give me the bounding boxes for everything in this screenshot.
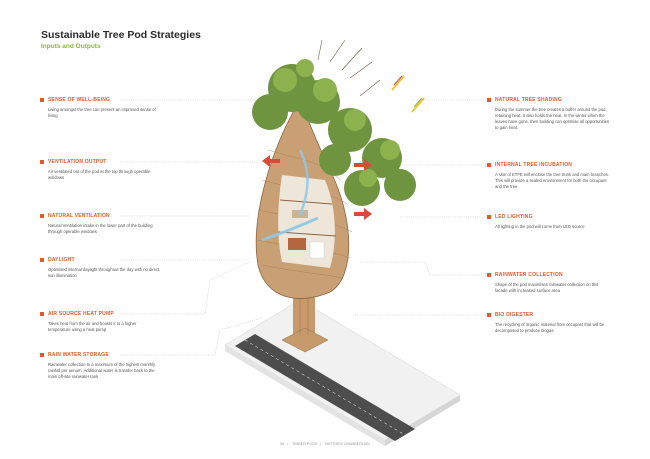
bullet-square-icon <box>40 312 44 316</box>
callout-heading: SENSE OF WELL-BEING <box>48 97 111 103</box>
callout-natural-tree-shading: NATURAL TREE SHADING During the summer t… <box>487 97 647 131</box>
bullet-square-icon <box>487 273 491 277</box>
callout-heading: NATURAL VENTILATION <box>48 213 110 219</box>
callout-ventilation-output: VENTILATION OUTPUT Air ventilated out of… <box>40 159 200 181</box>
callout-heading: VENTILATION OUTPUT <box>48 159 107 165</box>
callout-body: During the summer the tree creates a buf… <box>495 107 610 130</box>
page-title: Sustainable Tree Pod Strategies <box>41 29 201 41</box>
callout-daylight: DAYLIGHT Optimised internal daylight thr… <box>40 257 200 279</box>
airflow-arrows <box>262 155 372 220</box>
callout-bio-digester: BIO DIGESTER The recycling of organic ma… <box>487 312 647 334</box>
callout-heading: AIR SOURCE HEAT PUMP <box>48 311 114 317</box>
bullet-square-icon <box>40 98 44 102</box>
callout-sense-of-well-being: SENSE OF WELL-BEING Living amongst the t… <box>40 97 200 119</box>
bullet-square-icon <box>40 214 44 218</box>
callout-heading: NATURAL TREE SHADING <box>495 97 562 103</box>
page-subtitle: Inputs and Outputs <box>41 43 101 50</box>
callout-body: Air ventilated out of the pod at the top… <box>48 169 151 180</box>
ground-slab <box>224 299 461 446</box>
callout-rainwater-collection: RAINWATER COLLECTION Shape of the pod ma… <box>487 272 647 294</box>
callout-heading: RAIN WATER STORAGE <box>48 352 109 358</box>
leader-lines <box>120 99 488 356</box>
callout-heading: INTERNAL TREE INCUBATION <box>495 162 573 168</box>
bullet-square-icon <box>40 160 44 164</box>
bullet-square-icon <box>40 258 44 262</box>
callout-body: Takes heat from the air and boosts it to… <box>48 321 137 332</box>
callout-body: Rainwater collection to a maximum of the… <box>48 362 156 379</box>
bullet-square-icon <box>487 163 491 167</box>
callout-body: The recycling of organic material from o… <box>495 322 605 333</box>
callout-rain-water-storage: RAIN WATER STORAGE Rainwater collection … <box>40 352 200 380</box>
callout-led-lighting: LED LIGHTING All lighting in the pod wil… <box>487 214 647 230</box>
callout-body: Natural Ventilation intake in the lower … <box>48 223 153 234</box>
page-number: 56 <box>280 442 285 446</box>
callout-heading: LED LIGHTING <box>495 214 533 220</box>
bullet-square-icon <box>487 98 491 102</box>
tree-canopy <box>252 39 416 206</box>
callout-body: Shape of the pod maximises rainwater col… <box>495 282 599 293</box>
callout-heading: DAYLIGHT <box>48 257 75 263</box>
sun-ray-indicators <box>391 75 425 113</box>
callout-body: Living amongst the tree can present an i… <box>48 107 156 118</box>
bullet-square-icon <box>487 313 491 317</box>
footer-project: TIMBER PODS <box>292 442 317 446</box>
callout-body: Optimised internal daylight throughout t… <box>48 267 160 278</box>
callout-natural-ventilation: NATURAL VENTILATION Natural Ventilation … <box>40 213 200 235</box>
callout-body: All lighting in the pod will come from L… <box>495 224 585 229</box>
bullet-square-icon <box>487 215 491 219</box>
bullet-square-icon <box>40 353 44 357</box>
footer-author: MATTHEW CHAMBERLAIN <box>324 442 370 446</box>
callout-heading: BIO DIGESTER <box>495 312 534 318</box>
callout-internal-tree-incubation: INTERNAL TREE INCUBATION A skin of ETFE … <box>487 162 647 190</box>
pod-shell <box>255 99 353 299</box>
callout-air-source-heat-pump: AIR SOURCE HEAT PUMP Takes heat from the… <box>40 311 200 333</box>
callout-heading: RAINWATER COLLECTION <box>495 272 563 278</box>
page-footer: 56/ TIMBER PODS| MATTHEW CHAMBERLAIN <box>280 442 370 446</box>
callout-body: A skin of ETFE will enclose the tree tru… <box>495 172 610 189</box>
